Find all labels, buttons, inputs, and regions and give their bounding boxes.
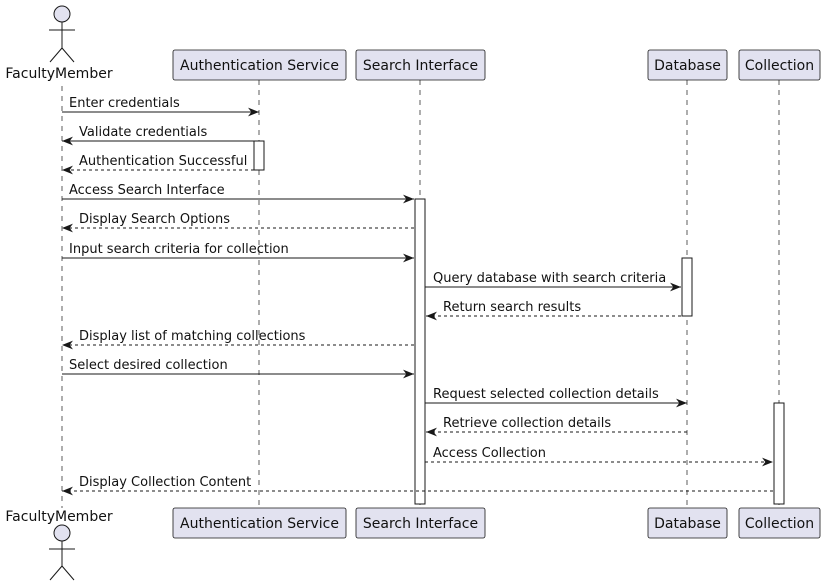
participant-coll-top: Collection xyxy=(738,49,821,81)
message-label: Authentication Successful xyxy=(79,154,247,169)
participant-db-bottom: Database xyxy=(647,507,728,539)
activations xyxy=(253,140,785,505)
message-label: Return search results xyxy=(443,300,581,315)
message-5: Display Search Options xyxy=(62,212,414,233)
message-label: Query database with search criteria xyxy=(433,271,666,286)
participant-label: Collection xyxy=(745,58,814,74)
participant-auth-bottom: Authentication Service xyxy=(172,507,347,539)
message-label: Display list of matching collections xyxy=(79,329,306,344)
participant-coll-bottom: Collection xyxy=(738,507,821,539)
message-12: Retrieve collection details xyxy=(426,416,687,437)
actor-figure-icon xyxy=(49,524,75,581)
message-label: Enter credentials xyxy=(69,96,180,111)
messages: Enter credentials Validate credentials A… xyxy=(62,96,773,496)
participant-label: Search Interface xyxy=(363,516,478,532)
actor-name-top: FacultyMember xyxy=(5,66,112,82)
message-label: Request selected collection details xyxy=(433,387,659,402)
message-7: Query database with search criteria xyxy=(425,271,681,292)
actor-name-bottom: FacultyMember xyxy=(5,509,112,525)
message-8: Return search results xyxy=(426,300,681,321)
participant-label: Authentication Service xyxy=(180,58,339,74)
message-11: Request selected collection details xyxy=(425,387,687,408)
participant-label: Search Interface xyxy=(363,58,478,74)
message-4: Access Search Interface xyxy=(62,183,414,204)
actor-figure-icon xyxy=(49,5,75,63)
message-label: Retrieve collection details xyxy=(443,416,611,431)
participant-search-top: Search Interface xyxy=(355,49,486,81)
message-6: Input search criteria for collection xyxy=(62,242,414,263)
participant-label: Database xyxy=(654,516,721,532)
participants-bottom: FacultyMember Authentication Service Sea… xyxy=(5,507,821,581)
message-2: Validate credentials xyxy=(62,125,254,146)
message-1: Enter credentials xyxy=(62,96,259,117)
message-3: Authentication Successful xyxy=(62,154,254,175)
participants-top: FacultyMember Authentication Service Sea… xyxy=(5,5,821,82)
message-label: Access Search Interface xyxy=(69,183,225,198)
participant-label: Collection xyxy=(745,516,814,532)
participant-db-top: Database xyxy=(647,49,728,81)
activation-db xyxy=(681,257,693,317)
activation-auth xyxy=(253,140,265,171)
message-14: Display Collection Content xyxy=(62,475,773,496)
activation-search xyxy=(414,198,426,505)
message-10: Select desired collection xyxy=(62,358,414,379)
participant-label: Authentication Service xyxy=(180,516,339,532)
message-13: Access Collection xyxy=(425,446,773,467)
message-label: Select desired collection xyxy=(69,358,228,373)
message-label: Access Collection xyxy=(433,446,546,461)
message-9: Display list of matching collections xyxy=(62,329,414,350)
message-label: Input search criteria for collection xyxy=(69,242,289,257)
message-label: Display Search Options xyxy=(79,212,230,227)
message-label: Display Collection Content xyxy=(79,475,251,490)
participant-search-bottom: Search Interface xyxy=(355,507,486,539)
participant-label: Database xyxy=(654,58,721,74)
activation-coll xyxy=(773,402,785,505)
message-label: Validate credentials xyxy=(79,125,208,140)
actor-top: FacultyMember xyxy=(5,5,113,82)
participant-auth-top: Authentication Service xyxy=(172,49,347,81)
actor-bottom: FacultyMember xyxy=(5,509,113,581)
